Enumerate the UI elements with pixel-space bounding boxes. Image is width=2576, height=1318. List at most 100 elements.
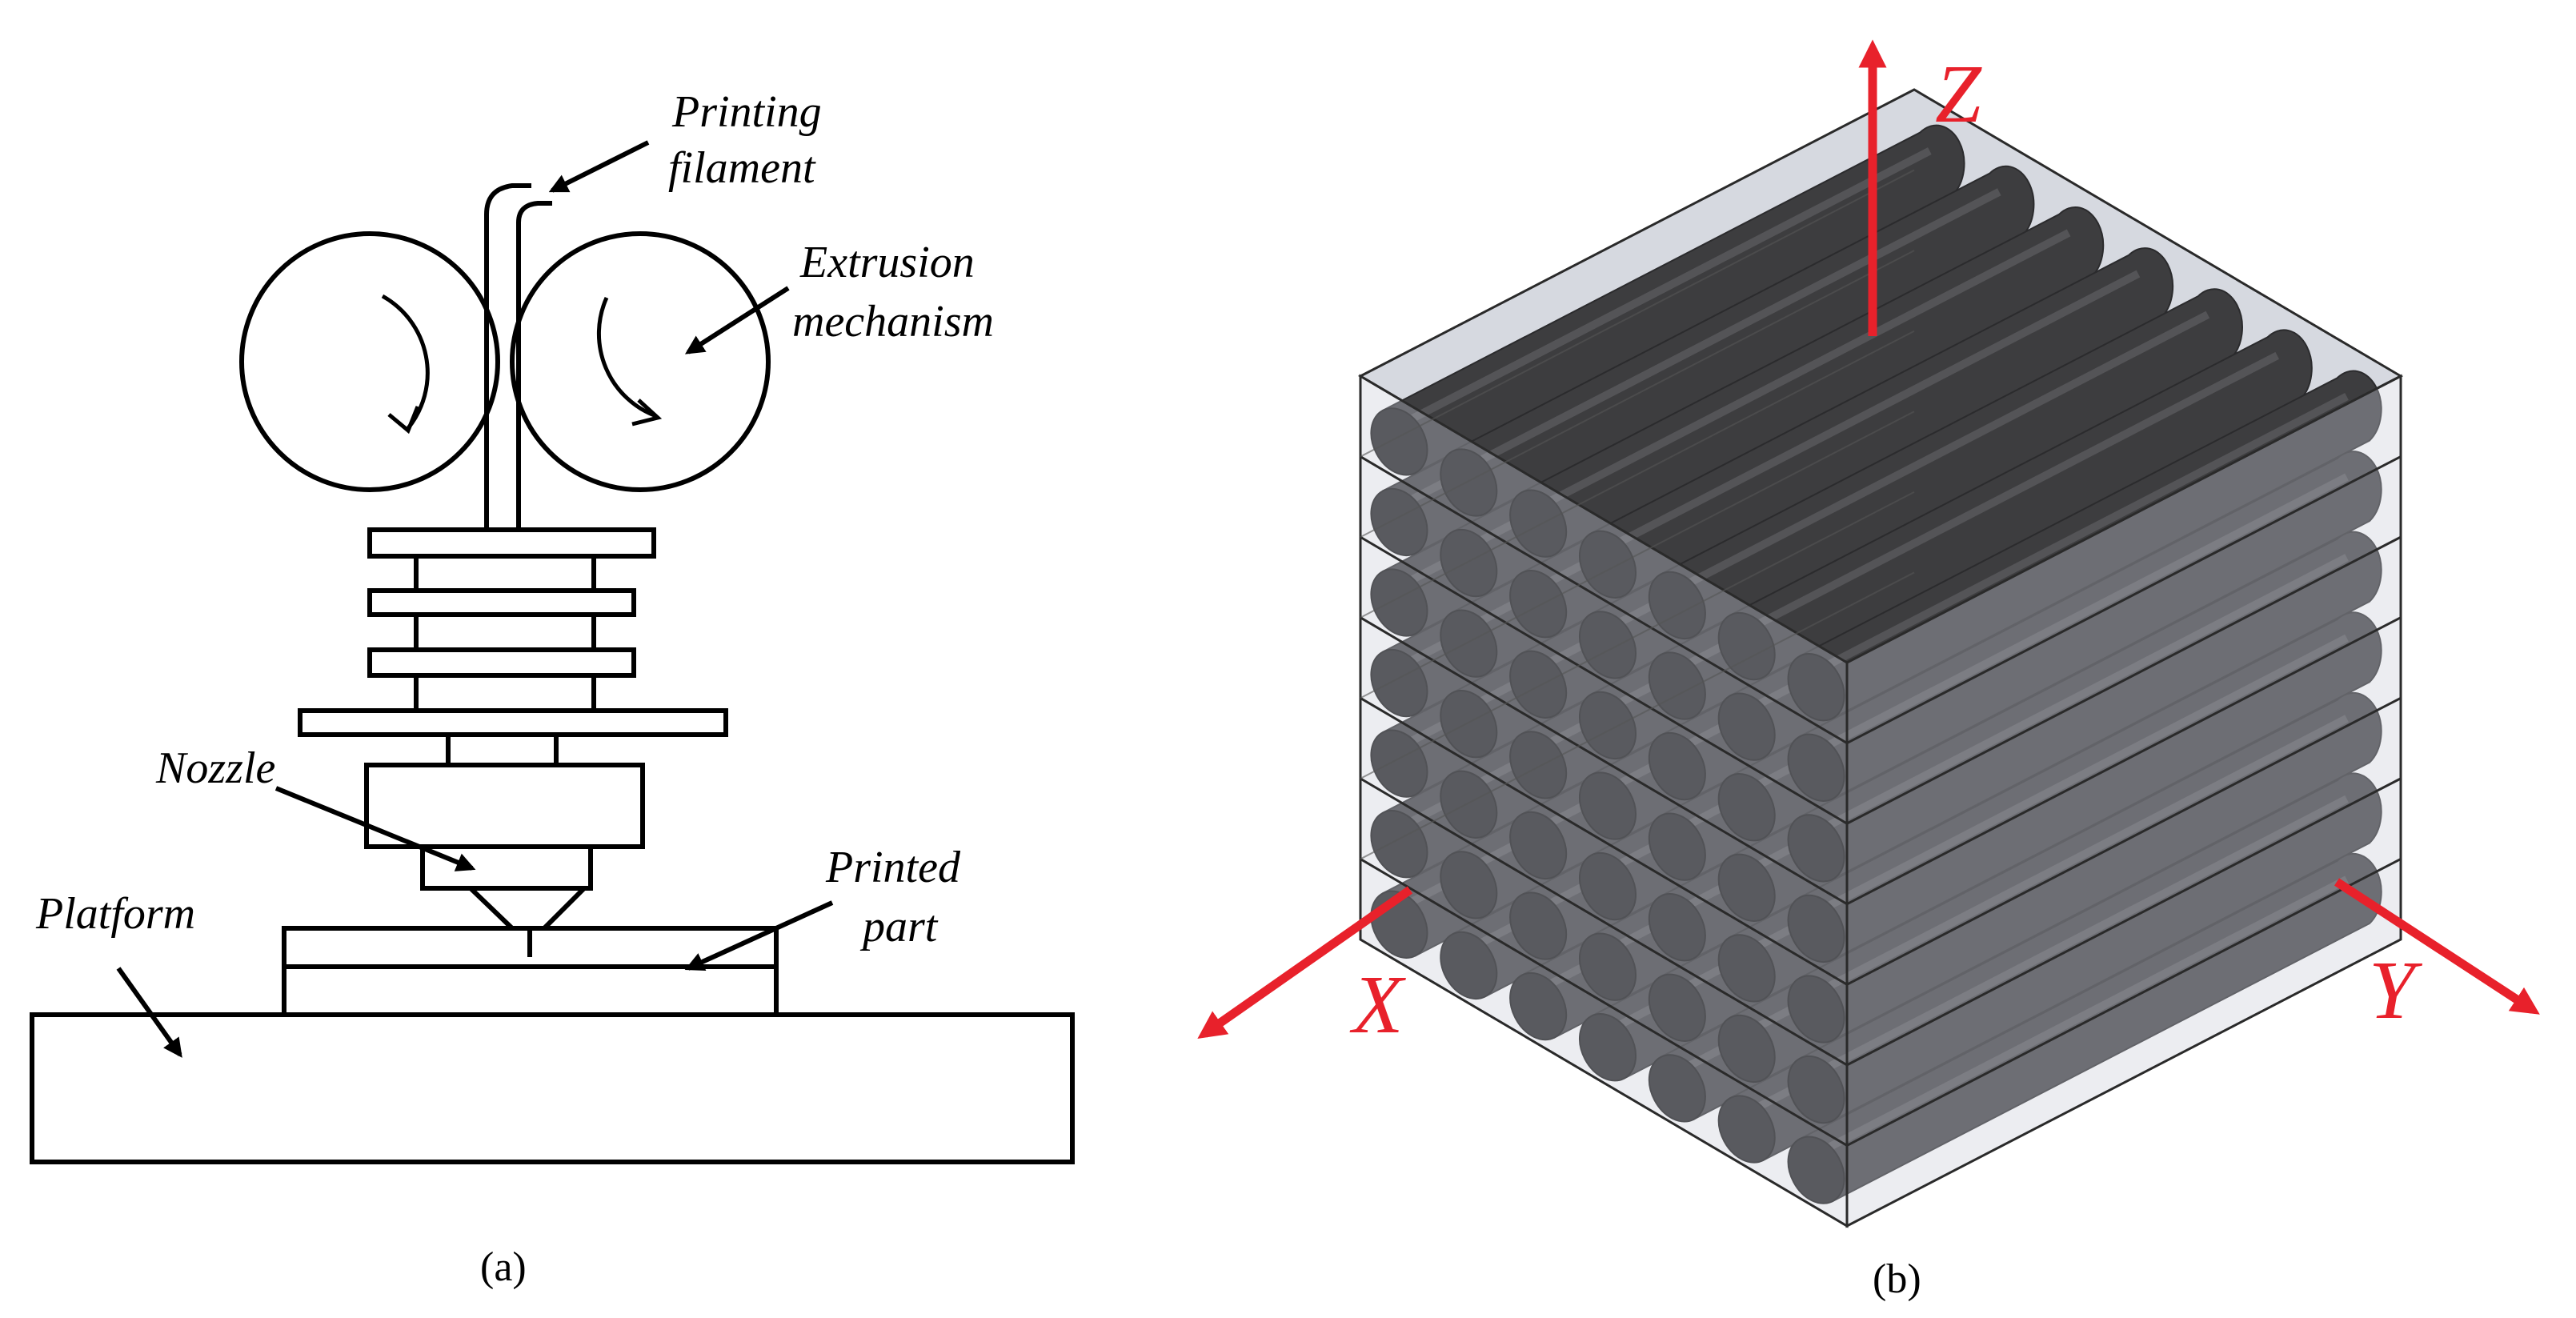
x-axis-arrow (1197, 886, 1413, 1040)
printed-part-base (282, 964, 779, 1017)
rod-end (1370, 487, 1428, 557)
axes (1197, 39, 2540, 1040)
fin-spacer-1 (414, 554, 596, 593)
layer-boundary-back (1360, 169, 1915, 458)
rod-end (1440, 690, 1498, 759)
panel-a-fdm-schematic (30, 140, 1075, 1164)
rod-end (1370, 568, 1428, 637)
box-right-face (1845, 374, 2402, 1228)
x-axis-label: X (1349, 959, 1406, 1051)
rod-end (1648, 812, 1706, 881)
fin-2 (367, 588, 636, 617)
layer-boundary (1360, 535, 2402, 825)
printed-part-leader (684, 900, 834, 971)
caption-b: (b) (1873, 1256, 1921, 1302)
rod-end (1787, 1136, 1845, 1204)
rod-end (1578, 611, 1637, 679)
nozzle-block (364, 763, 645, 849)
filament-strand-right (516, 201, 552, 530)
rod-end (1787, 975, 1845, 1044)
layer-boundary (1360, 777, 2402, 1067)
left-rotation-head (387, 406, 420, 435)
platform-block (30, 1012, 1075, 1164)
filament-leader (548, 140, 650, 193)
rod-end (1717, 692, 1776, 761)
rod-end (1509, 570, 1568, 639)
rod-end (1370, 810, 1428, 879)
rod-highlight (1808, 634, 2349, 919)
platform-leader (116, 967, 182, 1058)
right-rotation-head (631, 399, 663, 427)
fin-1 (367, 527, 656, 559)
label-filament: filament (668, 143, 816, 193)
rod-end (1370, 729, 1428, 798)
panel-b-cube (1357, 88, 2404, 1228)
label-mechanism: mechanism (792, 297, 994, 347)
rod-end (1578, 530, 1637, 599)
filament-strand-left (484, 183, 531, 530)
fin-spacer-2 (414, 612, 596, 652)
nozzle-leader (274, 786, 476, 871)
rod-end (1717, 1095, 1776, 1164)
rod-highlight (1599, 270, 2141, 555)
rod-highlight (1529, 229, 2071, 515)
rod-end (1440, 528, 1498, 598)
rod-highlight (1669, 310, 2210, 596)
rod-end (1787, 1055, 1845, 1124)
rod-end (1440, 609, 1498, 678)
rod-end (1648, 731, 1706, 801)
label-part: part (859, 902, 939, 951)
caption-a: (a) (480, 1244, 527, 1290)
z-axis-label: Z (1935, 48, 1982, 140)
layer-boundary-back (1360, 571, 1915, 860)
rod-end (1509, 489, 1568, 558)
rod-end (1787, 814, 1845, 883)
rod-end (1787, 733, 1845, 802)
rod-highlight (1808, 875, 2349, 1161)
rod-end (1787, 653, 1845, 722)
layer-lines (1360, 169, 2402, 1148)
rod-end (1648, 1054, 1706, 1123)
layer-boundary (1360, 696, 2402, 986)
rod-end (1578, 691, 1637, 760)
left-rotation-arrow (381, 294, 430, 430)
y-axis-arrow (2334, 878, 2540, 1015)
wide-plate (298, 708, 728, 737)
rod-end (1717, 934, 1776, 1003)
layer-boundary-back (1360, 250, 1915, 539)
rod-end (1440, 770, 1498, 839)
rod-end (1717, 853, 1776, 922)
y-axis-label: Y (2369, 944, 2423, 1036)
rod-highlight (1808, 473, 2349, 759)
label-nozzle: Nozzle (155, 743, 275, 793)
rod-end (1509, 891, 1568, 960)
rod-highlight (1808, 715, 2349, 1000)
rod-end (1440, 851, 1498, 919)
nozzle-block-lower (420, 844, 593, 891)
left-roller (239, 231, 500, 492)
label-printing: Printing (671, 87, 822, 137)
rod-highlight (1738, 351, 2279, 638)
fin-3 (367, 647, 636, 678)
rod-end (1509, 811, 1568, 880)
rod-end (1717, 1014, 1776, 1084)
layer-boundary-back (1360, 330, 1915, 619)
rod-end (1509, 650, 1568, 719)
layer-boundary-back (1360, 411, 1915, 699)
rod-end (1717, 773, 1776, 842)
rod-end (1509, 971, 1568, 1041)
rod-highlight (1808, 554, 2349, 839)
rod-end (1440, 931, 1498, 1000)
extrusion-leader (684, 286, 790, 355)
layer-boundary (1360, 616, 2402, 906)
right-rotation-arrow (596, 296, 657, 419)
rod-end (1509, 731, 1568, 799)
rod-end (1578, 932, 1637, 1001)
rod-end (1648, 893, 1706, 962)
rod-end (1370, 648, 1428, 718)
rod-end (1440, 448, 1498, 517)
rod-end (1648, 973, 1706, 1042)
rod-end (1578, 1013, 1637, 1082)
rod-end (1787, 894, 1845, 963)
